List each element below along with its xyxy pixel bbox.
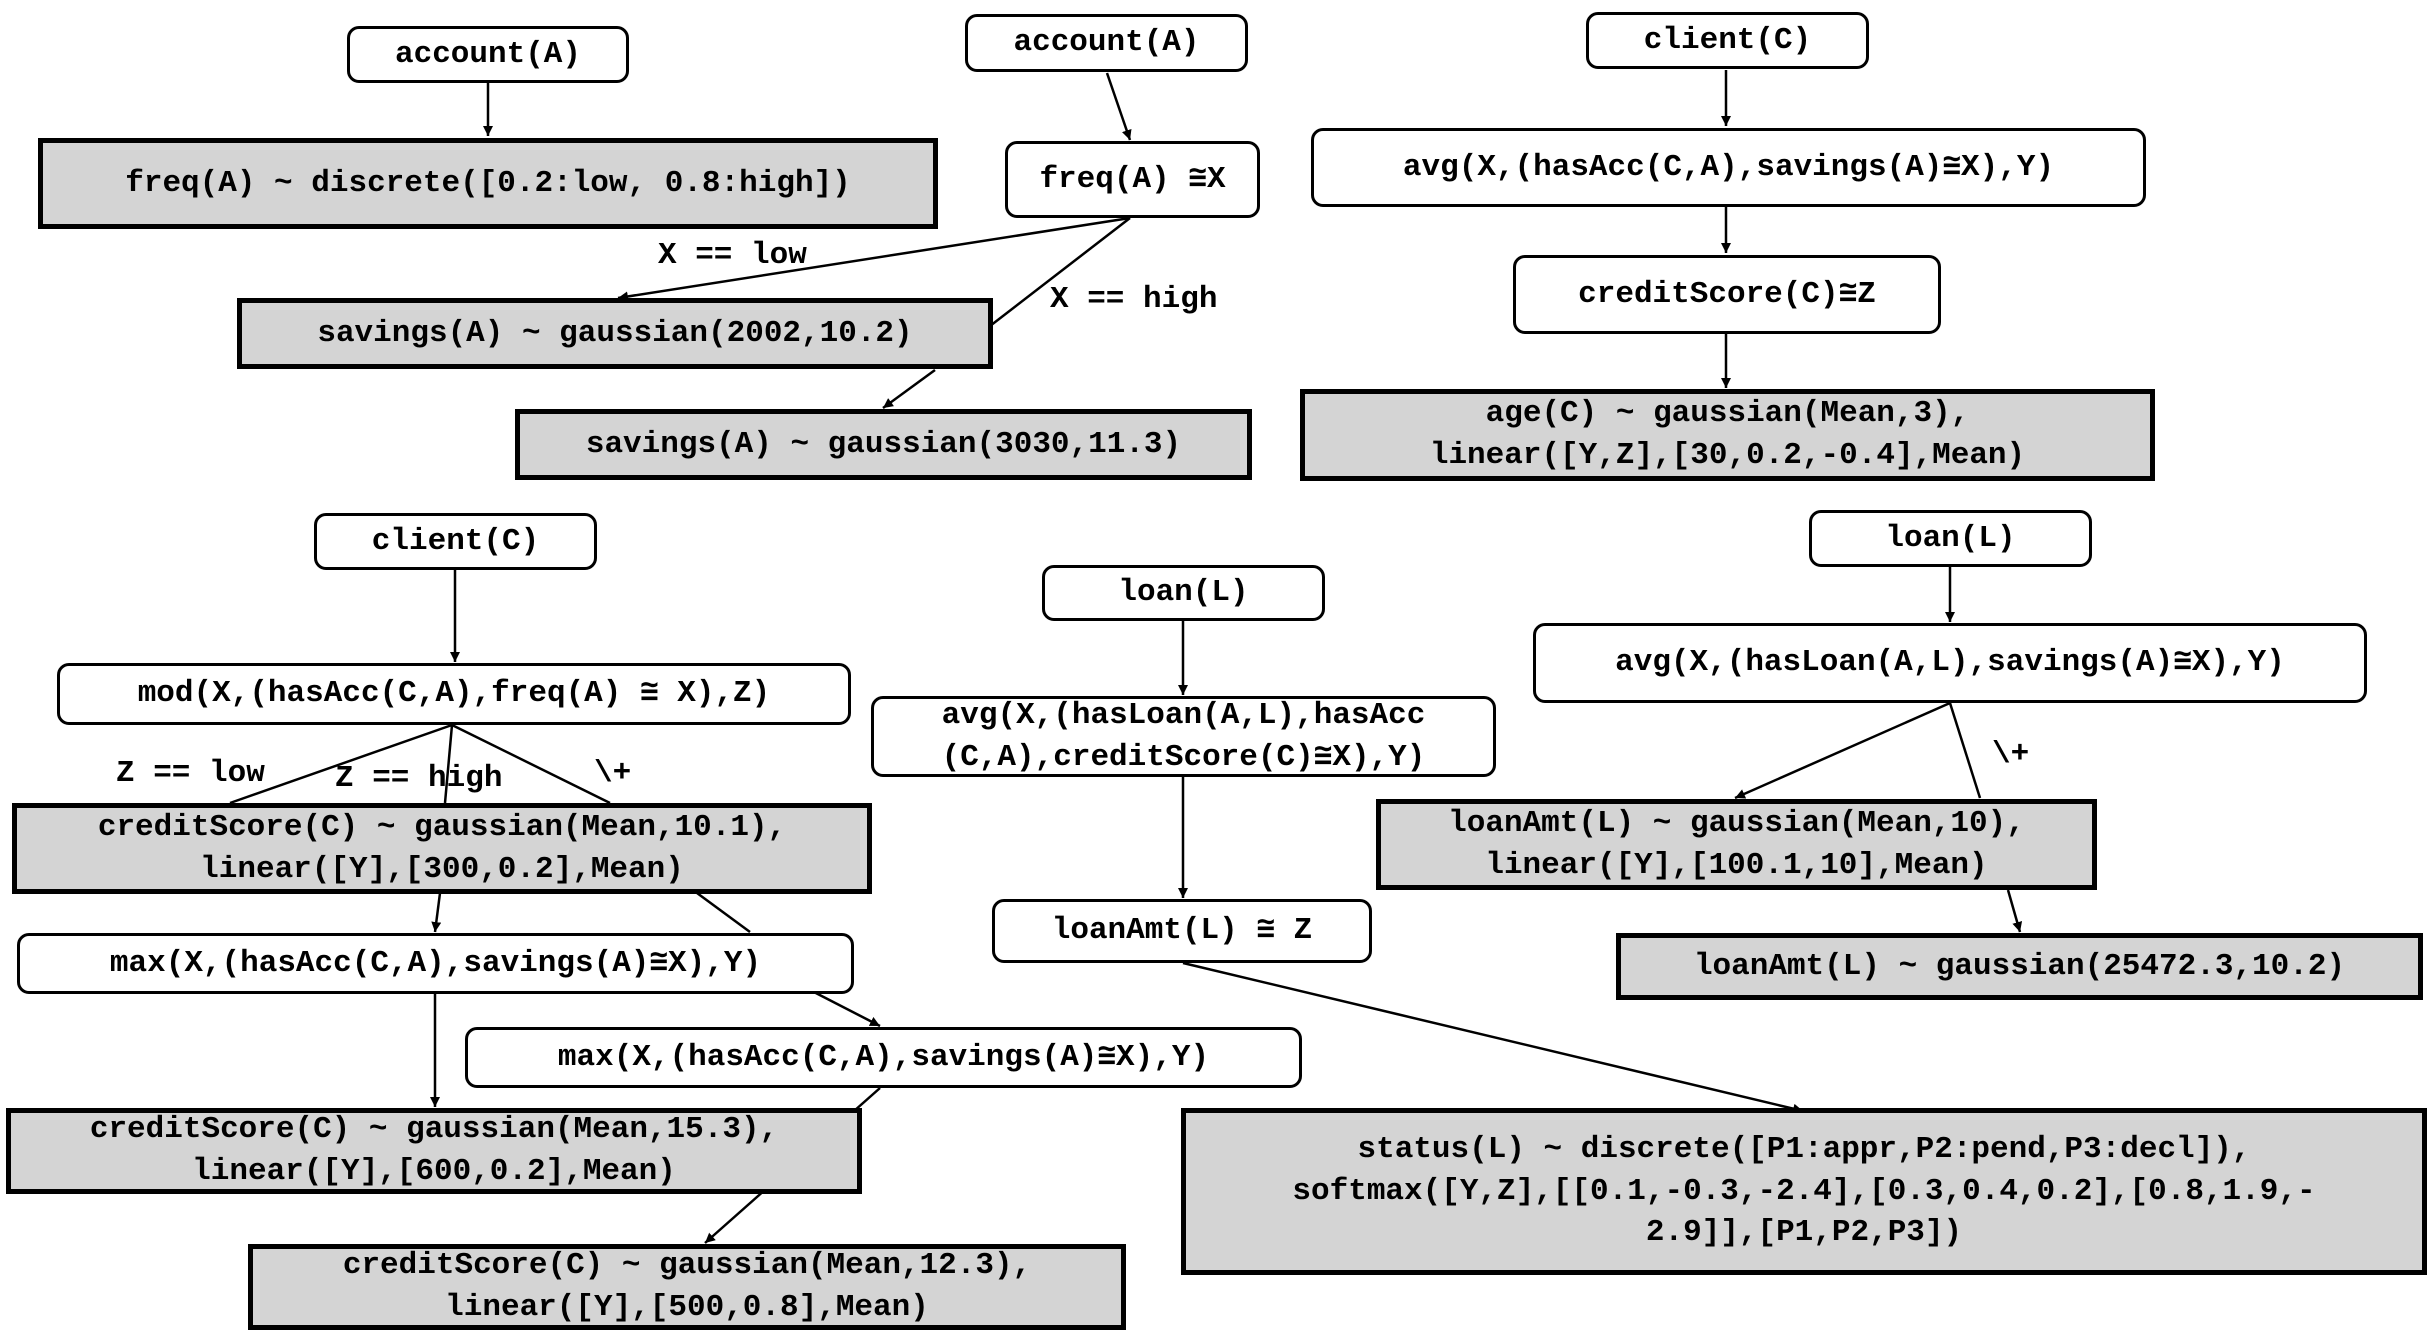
node-loanamt-constant: loanAmt(L) ~ gaussian(25472.3,10.2) — [1616, 933, 2423, 1000]
node-client: client(C) — [314, 513, 597, 570]
node-creditscore-high: creditScore(C) ~ gaussian(Mean,15.3), li… — [6, 1108, 862, 1194]
edge-label-x-low: X == low — [658, 238, 807, 273]
edge-naf-to-loanamt-const — [2006, 889, 2023, 933]
edge-avg-to-loanamt-dist — [1734, 701, 1951, 800]
edge-label-negation: \+ — [1992, 737, 2030, 772]
edge-mod-to-cs-low — [229, 723, 453, 805]
edge-label-z-low: Z == low — [116, 756, 265, 791]
node-savings-low: savings(A) ~ gaussian(2002,10.2) — [237, 298, 993, 369]
edge-cs-to-max — [431, 892, 442, 933]
edge-label-z-high: Z == high — [335, 761, 503, 796]
edge-label-x-high: X == high — [1050, 282, 1218, 317]
node-mod-freq: mod(X,(hasAcc(C,A),freq(A) ≅ X),Z) — [57, 663, 851, 725]
edge-freq-to-savings-high — [989, 217, 1131, 327]
node-account: account(A) — [965, 14, 1248, 72]
node-freq-distribution: freq(A) ~ discrete([0.2:low, 0.8:high]) — [38, 138, 938, 229]
node-freq-aggregate: freq(A) ≅X — [1005, 141, 1260, 218]
edge-loanamt-to-status — [1182, 961, 1804, 1114]
node-creditscore-low: creditScore(C) ~ gaussian(Mean,10.1), li… — [12, 803, 872, 894]
edge-avg-to-loanamt-naf — [1948, 702, 1982, 799]
node-avg-loan-savings: avg(X,(hasLoan(A,L),savings(A)≅X),Y) — [1533, 623, 2367, 703]
edge-label-negation: \+ — [594, 756, 632, 791]
node-savings-high: savings(A) ~ gaussian(3030,11.3) — [515, 409, 1252, 480]
edge-mod-to-cs-high — [443, 724, 454, 804]
node-client: client(C) — [1586, 12, 1869, 69]
edge-max-to-max2 — [809, 988, 881, 1028]
node-max-savings: max(X,(hasAcc(C,A),savings(A)≅X),Y) — [17, 933, 854, 994]
edge-naf-to-max2 — [696, 891, 751, 934]
node-avg-savings: avg(X,(hasAcc(C,A),savings(A)≅X),Y) — [1311, 128, 2146, 207]
node-avg-creditscore: avg(X,(hasLoan(A,L),hasAcc (C,A),creditS… — [871, 696, 1496, 777]
node-loan: loan(L) — [1809, 510, 2092, 567]
edge-account-to-freq — [1105, 72, 1132, 141]
edge-freq-to-savings-high-b — [882, 368, 936, 410]
node-status-distribution: status(L) ~ discrete([P1:appr,P2:pend,P3… — [1181, 1108, 2427, 1275]
node-account: account(A) — [347, 26, 629, 83]
node-loanamt-distribution: loanAmt(L) ~ gaussian(Mean,10), linear([… — [1376, 799, 2097, 890]
node-creditscore-aggregate: creditScore(C)≅Z — [1513, 255, 1941, 334]
node-loanamt-aggregate: loanAmt(L) ≅ Z — [992, 899, 1372, 963]
node-max-savings-naf: max(X,(hasAcc(C,A),savings(A)≅X),Y) — [465, 1027, 1302, 1088]
edge-mod-to-max-naf — [451, 723, 611, 805]
edge-freq-to-savings-low — [617, 216, 1131, 302]
node-creditscore-naf: creditScore(C) ~ gaussian(Mean,12.3), li… — [248, 1244, 1126, 1330]
node-age-distribution: age(C) ~ gaussian(Mean,3), linear([Y,Z],… — [1300, 389, 2155, 481]
node-loan: loan(L) — [1042, 565, 1325, 621]
